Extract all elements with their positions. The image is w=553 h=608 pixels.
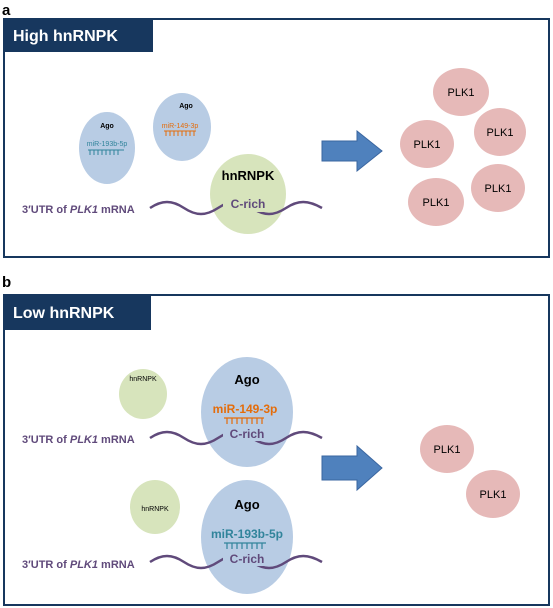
- ago-mir149-complex-a: Ago miR-149-3p: [153, 93, 211, 161]
- mirna-label: miR-149-3p: [162, 123, 199, 130]
- utr-prefix: 3′UTR of: [22, 559, 70, 571]
- plk1-cluster-b: PLK1 PLK1: [420, 425, 520, 518]
- plk1-protein: [474, 108, 526, 156]
- ago-protein: [79, 112, 135, 184]
- utr-suffix: mRNA: [98, 204, 135, 216]
- hnrnpk-label: hnRNPK: [141, 506, 169, 513]
- hnrnpk-label: hnRNPK: [222, 168, 275, 183]
- plk1-label: PLK1: [485, 183, 512, 195]
- ago-mir193-complex-b: hnRNPK Ago miR-193b-5p C-rich 3′UTR of P…: [22, 480, 323, 594]
- mirna-label: miR-193b-5p: [87, 141, 128, 148]
- ago-label: Ago: [234, 372, 259, 387]
- plk1-protein: [471, 164, 525, 212]
- utr-suffix: mRNA: [98, 434, 135, 446]
- plk1-protein: [433, 68, 489, 116]
- panel-b-header: [4, 295, 151, 330]
- utr-gene: PLK1: [70, 559, 98, 571]
- c-rich-label: C-rich: [230, 552, 265, 566]
- plk1-protein: [420, 425, 474, 473]
- plk1-label: PLK1: [434, 444, 461, 456]
- utr-label-a: 3′UTR of PLK1 mRNA: [22, 204, 135, 216]
- hnrnpk-label: hnRNPK: [129, 376, 157, 383]
- utr-gene: PLK1: [70, 204, 98, 216]
- c-rich-label: C-rich: [230, 427, 265, 441]
- c-rich-label: C-rich: [231, 197, 266, 211]
- panel-b-header-text: Low hnRNPK: [13, 305, 115, 322]
- ago-mir193-complex-a: Ago miR-193b-5p: [79, 112, 135, 184]
- plk1-label: PLK1: [480, 489, 507, 501]
- mirna-strand-icon: [224, 542, 266, 549]
- ago-protein: [153, 93, 211, 161]
- plk1-label: PLK1: [423, 197, 450, 209]
- ago-mir149-complex-b: hnRNPK Ago miR-149-3p C-rich 3′UTR of PL…: [22, 357, 323, 467]
- plk1-label: PLK1: [448, 87, 475, 99]
- ago-label: Ago: [100, 123, 114, 130]
- panel-b-letter: b: [2, 274, 11, 291]
- mirna-strand-icon: [224, 417, 264, 424]
- utr-prefix: 3′UTR of: [22, 434, 70, 446]
- panel-a-header-text: High hnRNPK: [13, 28, 118, 45]
- utr-label: 3′UTR of PLK1 mRNA: [22, 559, 135, 571]
- panel-a-header: [4, 19, 153, 52]
- panel-a-letter: a: [2, 2, 11, 19]
- mirna-strand-icon: [164, 130, 196, 136]
- mirna-label: miR-149-3p: [213, 402, 278, 416]
- mirna-label: miR-193b-5p: [211, 527, 283, 541]
- c-rich-bg: [223, 196, 273, 212]
- ago-label: Ago: [234, 497, 259, 512]
- hnrnpk-protein: [119, 369, 167, 419]
- plk1-protein: [466, 470, 520, 518]
- right-arrow-icon: [321, 444, 383, 492]
- plk1-cluster-a: PLK1 PLK1 PLK1 PLK1 PLK1: [400, 68, 526, 226]
- utr-prefix: 3′UTR of: [22, 204, 70, 216]
- plk1-label: PLK1: [414, 139, 441, 151]
- utr-gene: PLK1: [70, 434, 98, 446]
- c-rich-bg: [223, 426, 271, 441]
- hnrnpk-protein: [210, 154, 286, 234]
- hnrnpk-protein: [130, 480, 180, 534]
- utr-suffix: mRNA: [98, 559, 135, 571]
- ago-label: Ago: [179, 103, 193, 110]
- plk1-label: PLK1: [487, 127, 514, 139]
- mirna-strand-icon: [88, 149, 124, 155]
- right-arrow-icon: [321, 129, 383, 173]
- c-rich-bg: [223, 551, 271, 566]
- plk1-protein: [408, 178, 464, 226]
- utr-label: 3′UTR of PLK1 mRNA: [22, 434, 135, 446]
- plk1-protein: [400, 120, 454, 168]
